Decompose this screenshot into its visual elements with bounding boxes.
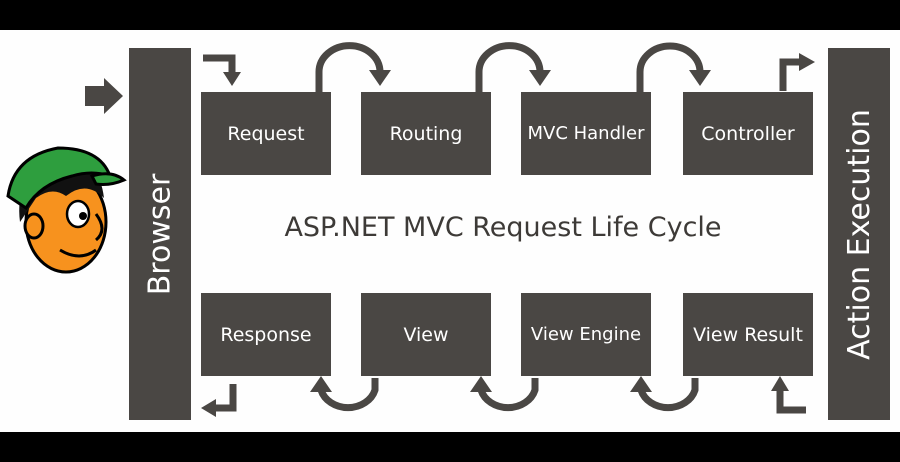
arrow-head-icon <box>223 72 241 86</box>
request-label: Request <box>227 122 305 145</box>
response-box: Response <box>201 293 331 376</box>
elbow-arrow-icon <box>776 388 806 414</box>
mascot-icon <box>6 146 127 274</box>
controller-box: Controller <box>683 92 813 175</box>
diagram-title: ASP.NET MVC Request Life Cycle <box>284 212 722 243</box>
curved-arrow-icon <box>317 378 379 412</box>
view-engine-box: View Engine <box>521 293 651 376</box>
curved-arrow-icon <box>475 42 544 92</box>
view-box: View <box>361 293 491 376</box>
controller-label: Controller <box>701 122 795 145</box>
view-result-label: View Result <box>693 323 803 346</box>
routing-label: Routing <box>389 122 463 145</box>
view-result-box: View Result <box>683 293 813 376</box>
view-label: View <box>403 323 449 346</box>
elbow-arrow-icon <box>203 54 236 74</box>
mvc-handler-label: MVC Handler <box>527 123 645 144</box>
curved-arrow-icon <box>637 378 699 412</box>
elbow-arrow-icon <box>779 58 801 91</box>
arrow-head-icon <box>689 70 711 86</box>
arrow-head-icon <box>799 53 815 71</box>
response-label: Response <box>220 323 312 346</box>
curved-arrow-icon <box>636 42 704 92</box>
request-box: Request <box>201 92 331 175</box>
arrow-head-icon <box>630 376 652 392</box>
mvc-handler-box: MVC Handler <box>521 92 651 175</box>
arrow-head-icon <box>529 70 551 86</box>
arrow-head-icon <box>470 376 492 392</box>
arrow-head-icon <box>771 376 789 391</box>
action-execution-bar: Action Execution <box>828 48 890 420</box>
view-engine-label: View Engine <box>530 324 642 345</box>
browser-bar: Browser <box>129 48 191 420</box>
curved-arrow-icon <box>477 378 539 412</box>
arrow-head-icon <box>201 399 216 417</box>
arrow-head-icon <box>310 376 332 392</box>
curved-arrow-icon <box>315 42 384 92</box>
arrow-head-icon <box>369 70 391 86</box>
arrow-right-icon <box>85 78 123 114</box>
elbow-arrow-icon <box>214 384 237 412</box>
routing-box: Routing <box>361 92 491 175</box>
